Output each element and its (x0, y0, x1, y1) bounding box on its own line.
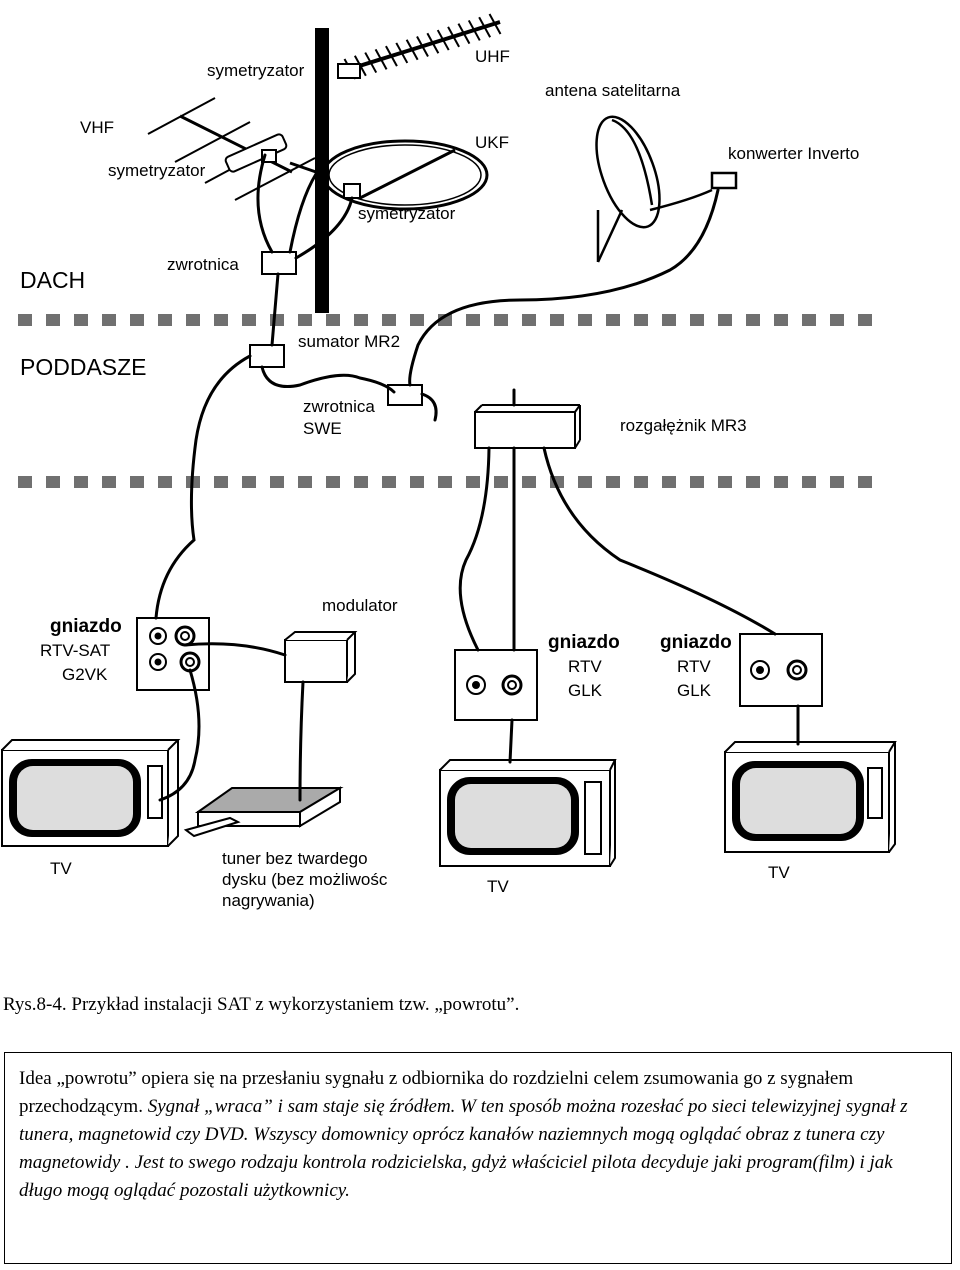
socket-rtv-glk-a (454, 649, 538, 721)
converter-inverto (710, 171, 738, 190)
label-vhf: VHF (80, 118, 114, 137)
label-gniazdo-glk-b-3: GLK (677, 681, 712, 700)
label-gniazdo-sat-1: gniazdo (50, 616, 122, 637)
label-tuner-2: dysku (bez możliwośc (222, 870, 388, 889)
label-symetryzator-top: symetryzator (207, 61, 305, 80)
label-symetryzator-ukf: symetryzator (358, 204, 456, 223)
label-rozgaleznik: rozgałężnik MR3 (620, 416, 747, 435)
splitter-box (474, 404, 581, 449)
antenna-mast (315, 28, 329, 313)
label-gniazdo-glk-b-1: gniazdo (660, 632, 732, 653)
tv-middle (439, 759, 617, 867)
label-ukf: UKF (475, 133, 509, 152)
label-antena: antena satelitarna (545, 81, 681, 100)
label-modulator: modulator (322, 596, 398, 615)
label-gniazdo-sat-2: RTV-SAT (40, 641, 110, 660)
uhf-antenna (337, 13, 502, 80)
label-symetryzator-vhf: symetryzator (108, 161, 206, 180)
label-gniazdo-glk-b-2: RTV (677, 657, 711, 676)
label-zwrotnica: zwrotnica (167, 255, 239, 274)
description-box: Idea „powrotu” opiera się na przesłaniu … (4, 1052, 952, 1264)
tuner-box (183, 786, 344, 838)
tv-right (724, 741, 897, 853)
satellite-dish (595, 115, 738, 263)
modulator-box (284, 631, 358, 683)
cables (154, 153, 800, 802)
description-italic: Sygnał „wraca” i sam staje się źródłem. … (19, 1096, 908, 1201)
zwrotnica-box (261, 251, 297, 275)
label-uhf: UHF (475, 47, 510, 66)
label-dach: DACH (20, 267, 85, 293)
label-konwerter: konwerter Inverto (728, 144, 859, 163)
sumator-box (249, 344, 285, 368)
label-sumator: sumator MR2 (298, 332, 400, 351)
sat-installation-diagram: symetryzator UHF VHF symetryzator UKF an… (1, 13, 897, 910)
label-poddasze: PODDASZE (20, 354, 147, 380)
socket-rtv-sat (136, 617, 210, 691)
label-tuner-3: nagrywania) (222, 891, 315, 910)
label-tv-middle: TV (487, 877, 509, 896)
label-gniazdo-glk-a-2: RTV (568, 657, 602, 676)
label-zwrotnica-swe-1: zwrotnica (303, 397, 375, 416)
socket-rtv-glk-b (739, 633, 823, 707)
figure-caption: Rys.8-4. Przykład instalacji SAT z wykor… (3, 994, 520, 1015)
attic-separator (18, 476, 872, 488)
description-normal: Idea „powrotu” opiera się na przesłaniu … (19, 1068, 854, 1117)
ukf-antenna (321, 139, 489, 211)
label-zwrotnica-swe-2: SWE (303, 419, 342, 438)
label-gniazdo-glk-a-3: GLK (568, 681, 603, 700)
tv-left (1, 739, 181, 847)
zwrotnica-swe-box (387, 384, 423, 406)
label-tv-left: TV (50, 859, 72, 878)
label-gniazdo-sat-3: G2VK (62, 665, 108, 684)
label-gniazdo-glk-a-1: gniazdo (548, 632, 620, 653)
label-tuner-1: tuner bez twardego (222, 849, 368, 868)
label-tv-right: TV (768, 863, 790, 882)
roof-separator (18, 314, 872, 326)
vhf-antenna (147, 97, 317, 201)
